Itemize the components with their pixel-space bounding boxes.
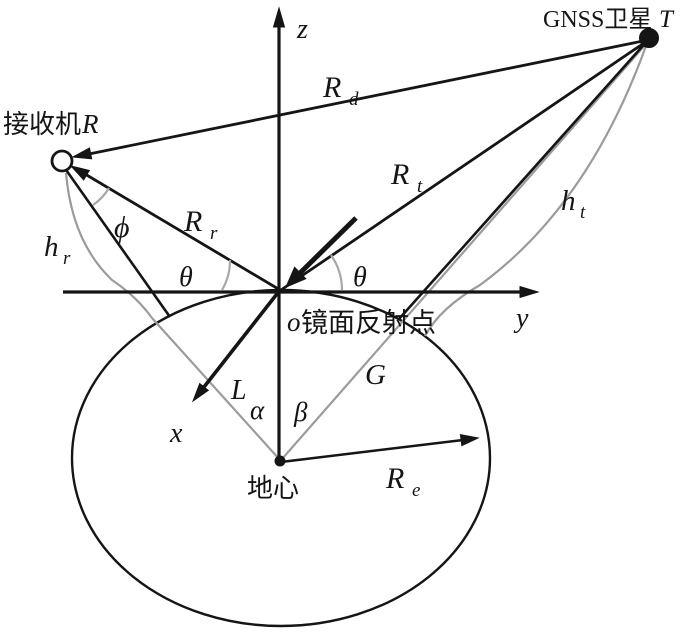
line-Rd-direct-path <box>88 39 644 156</box>
curve-ht-satellite-height <box>424 45 648 337</box>
origin-label: 镜面反射点 <box>301 308 436 338</box>
Rd-sub-label: d <box>349 89 359 110</box>
Re-sub-label: e <box>412 480 420 501</box>
line-L-receiver-to-center <box>151 317 281 461</box>
hr-sub-label: r <box>63 248 71 269</box>
receiver-label: 接收机 <box>3 110 81 139</box>
ht-label: h <box>561 185 576 217</box>
line-G-center-to-satellite <box>281 43 647 460</box>
incident-signal-arrow-shaft <box>297 216 358 276</box>
earth-center-label: 地心 <box>247 474 299 503</box>
line-satellite-vertical <box>398 39 649 320</box>
line-Re-earth-radius <box>280 438 464 464</box>
satellite-var-label: T <box>659 6 675 33</box>
y-axis-label: y <box>513 303 529 334</box>
origin-var-label: o <box>287 307 301 337</box>
L-label: L <box>230 375 247 406</box>
beta-label: β <box>293 397 308 427</box>
alpha-label: α <box>250 395 265 425</box>
x-axis-label: x <box>169 418 183 449</box>
Rt-sub-label: t <box>417 176 423 197</box>
incident-signal-arrowhead-icon <box>285 266 307 288</box>
receiver-var-label: R <box>81 109 99 139</box>
theta-left-angle-arc <box>221 259 232 291</box>
satellite-node <box>639 28 659 48</box>
theta-right-label: θ <box>353 262 367 293</box>
Rt-label: R <box>390 158 409 191</box>
Rd-arrowhead-icon <box>71 147 93 160</box>
x-axis <box>202 288 282 389</box>
phi-label: ϕ <box>114 211 130 244</box>
Rr-sub-label: r <box>210 223 218 244</box>
line-Rt-satellite-to-specular <box>280 39 648 292</box>
curve-hr-receiver-height <box>64 172 153 319</box>
Re-label: R <box>385 462 404 495</box>
phi-angle-arc <box>92 187 110 206</box>
Rr-arrowhead-icon <box>69 165 91 181</box>
Rr-label: R <box>183 205 202 238</box>
x-axis-arrowhead-icon <box>191 382 210 403</box>
hr-label: h <box>44 231 59 263</box>
Re-arrowhead-icon <box>459 433 480 447</box>
y-axis-arrowhead-icon <box>519 285 540 299</box>
Rd-label: R <box>322 71 341 104</box>
earth-center-node <box>274 455 286 467</box>
ht-sub-label: t <box>580 202 586 223</box>
line-Rr-specular-to-receiver <box>84 172 281 292</box>
G-label: G <box>365 359 386 391</box>
theta-right-angle-arc <box>330 254 344 291</box>
z-axis-arrowhead-icon <box>272 6 286 28</box>
z-axis-label: z <box>296 14 308 45</box>
satellite-label: GNSS卫星 <box>543 7 652 33</box>
theta-left-label: θ <box>179 262 193 293</box>
receiver-node <box>50 149 74 173</box>
